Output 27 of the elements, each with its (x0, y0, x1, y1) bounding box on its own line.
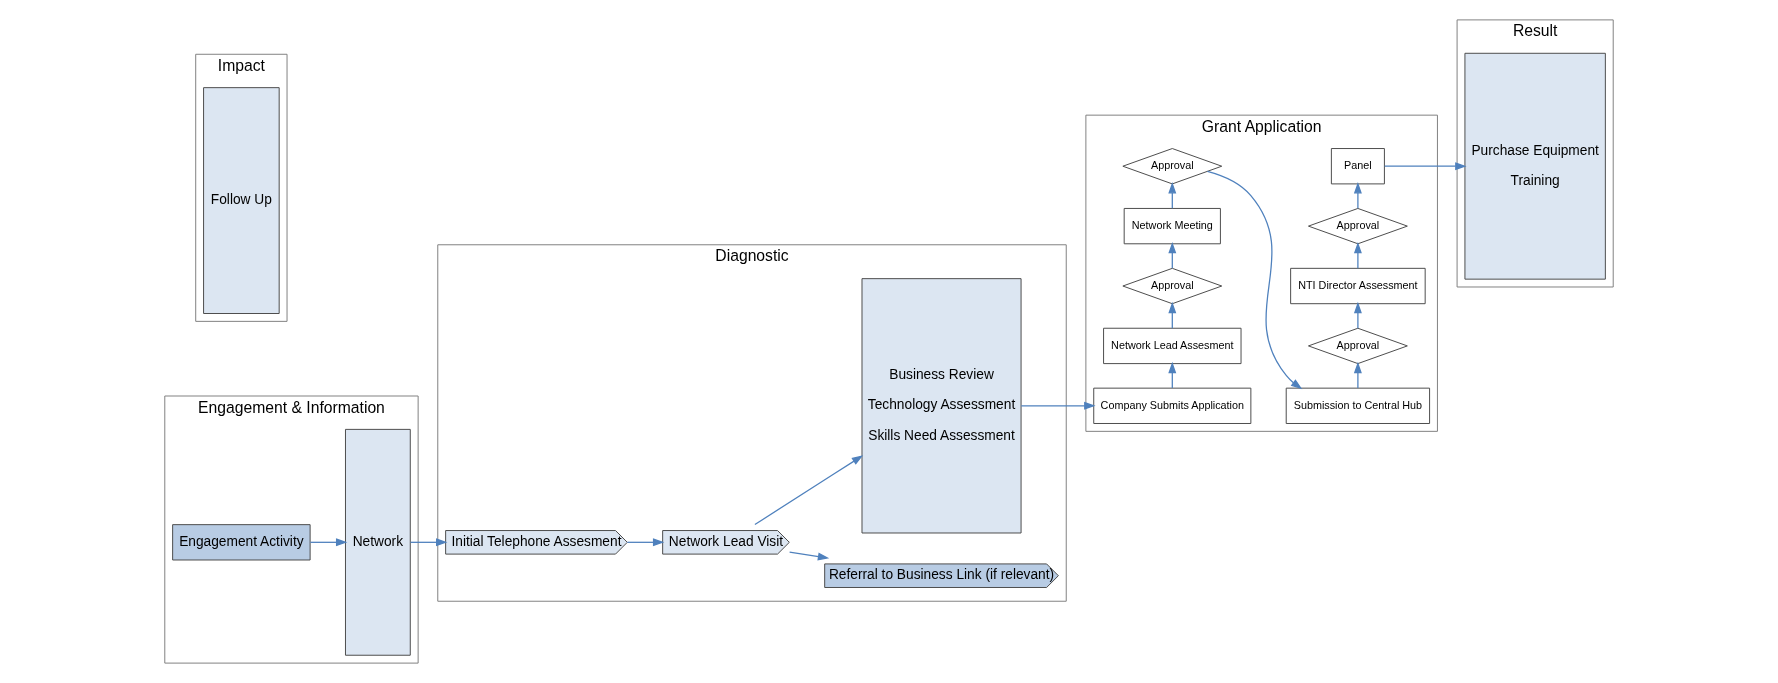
arrow (1353, 301, 1362, 329)
node-box: Network (345, 428, 411, 656)
arrow (1353, 182, 1362, 209)
node-box: Company Submits Application (1093, 387, 1252, 424)
arrow (1353, 241, 1362, 269)
node-diamond: Approval (1307, 327, 1408, 365)
arrow (409, 538, 448, 547)
arrow (626, 538, 665, 547)
node-diamond: Approval (1122, 148, 1223, 185)
node-box: Network Meeting (1123, 207, 1221, 245)
arrow (1353, 361, 1362, 389)
node-box: Purchase Equipment Training (1464, 52, 1606, 280)
node-box: Network Lead Assesment (1103, 327, 1242, 365)
node-box: Submission to Central Hub (1285, 387, 1431, 424)
arrow (309, 538, 348, 547)
arrow (1384, 162, 1467, 171)
node-diamond: Approval (1307, 207, 1408, 245)
node-box: Panel (1330, 148, 1385, 185)
node-box: NTI Director Assessment (1290, 267, 1426, 305)
node-diamond: Approval (1122, 267, 1223, 305)
node-box: Business Review Technology Assessment Skills Need Assessment (861, 278, 1022, 534)
arrow (1020, 401, 1096, 410)
arrow (788, 551, 830, 561)
node-box: Follow Up (203, 87, 280, 314)
arrow (754, 455, 864, 526)
arrow (1206, 170, 1303, 390)
node-box: Engagement Activity (172, 524, 311, 561)
